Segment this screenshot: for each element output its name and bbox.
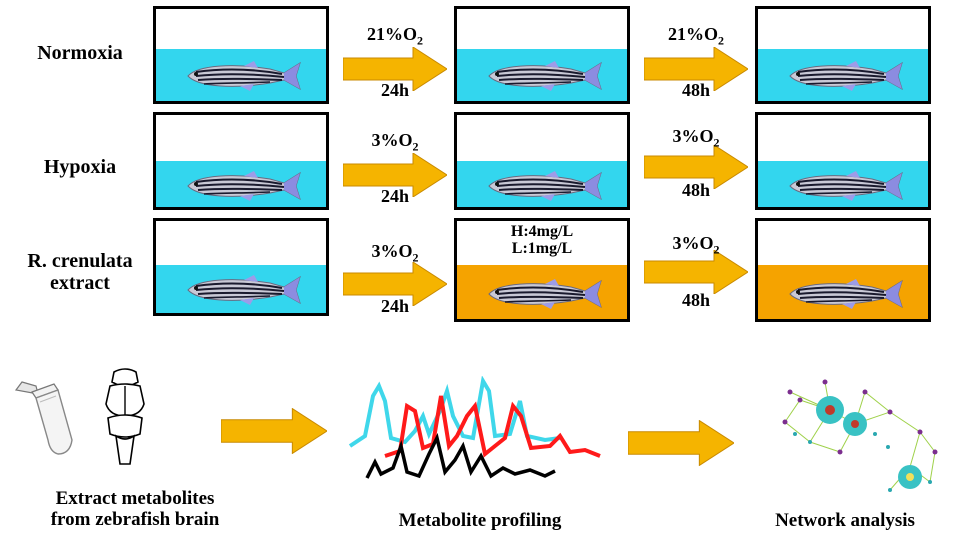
tank-hypoxia-start [153, 112, 329, 210]
zebrafish-icon [184, 275, 302, 305]
time-label: 24h [380, 80, 409, 100]
condition-label: 3%O2 [672, 233, 720, 257]
dose-low: L:1mg/L [511, 240, 573, 257]
time-label: 48h [681, 80, 710, 100]
network-graph [782, 379, 938, 492]
caption-extract: Extract metabolites from zebrafish brain [0, 488, 270, 530]
zebrafish-icon [786, 61, 904, 91]
zebrafish-icon [786, 279, 904, 309]
tank-extract-48h [755, 218, 931, 322]
tank-normoxia-start [153, 6, 329, 104]
row-label-extract: R. crenulata extract [10, 250, 150, 294]
condition-label: 3%O2 [371, 241, 419, 265]
arrow-icon [628, 420, 734, 466]
tube-icon [14, 381, 73, 455]
tank-hypoxia-48h [755, 112, 931, 210]
dose-label: H:4mg/L L:1mg/L [457, 223, 627, 257]
time-label: 24h [380, 296, 409, 316]
zebrafish-icon [485, 279, 603, 309]
tank-hypoxia-24h [454, 112, 630, 210]
brain-icon [105, 368, 145, 465]
trace-red [384, 395, 601, 458]
dose-high: H:4mg/L [510, 223, 574, 240]
tank-normoxia-48h [755, 6, 931, 104]
caption-profiling: Metabolite profiling [398, 510, 562, 531]
arrow-icon [221, 408, 327, 454]
row-label-normoxia: Normoxia [37, 42, 123, 64]
zebrafish-icon [485, 61, 603, 91]
tank-extract-start [153, 218, 329, 316]
condition-label: 21%O2 [667, 24, 724, 48]
condition-label: 3%O2 [672, 126, 720, 150]
row-label-line: R. crenulata [27, 250, 133, 272]
condition-label: 3%O2 [371, 130, 419, 154]
caption-line: from zebrafish brain [50, 509, 220, 530]
caption-line: Extract metabolites [55, 488, 215, 509]
zebrafish-icon [485, 171, 603, 201]
condition-label: 21%O2 [366, 24, 423, 48]
zebrafish-icon [184, 171, 302, 201]
chromatogram [348, 376, 601, 479]
zebrafish-icon [786, 171, 904, 201]
time-label: 48h [681, 290, 710, 310]
trace-black [365, 432, 556, 479]
time-label: 24h [380, 186, 409, 206]
time-label: 48h [681, 180, 710, 200]
zebrafish-icon [184, 61, 302, 91]
tank-normoxia-24h [454, 6, 630, 104]
row-label-line: extract [50, 272, 110, 294]
row-label-hypoxia: Hypoxia [43, 156, 117, 178]
trace-cyan [348, 376, 561, 448]
caption-network: Network analysis [775, 510, 915, 531]
tank-extract-24h: H:4mg/L L:1mg/L [454, 218, 630, 322]
